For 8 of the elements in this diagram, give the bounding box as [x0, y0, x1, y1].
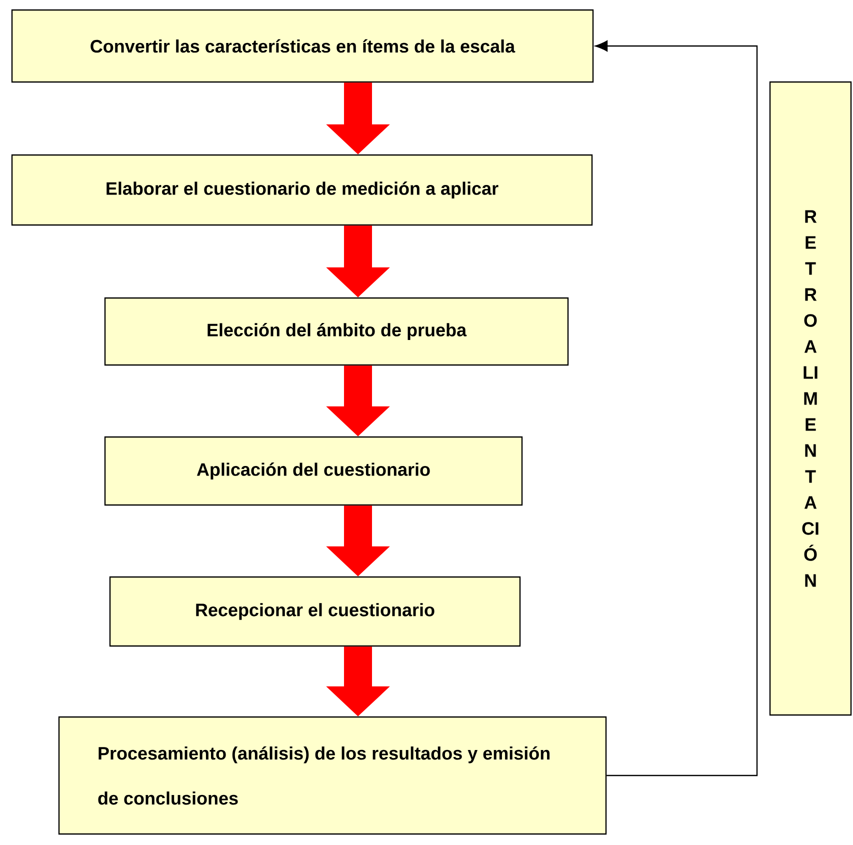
- vertical-text-box: RETROALIMENTACIÓN: [769, 81, 852, 716]
- process-box: Aplicación del cuestionario: [104, 436, 523, 506]
- process-box: Recepcionar el cuestionario: [109, 576, 521, 647]
- process-box: Convertir las características en ítems de la escala: [11, 9, 594, 83]
- process-box: Elección del ámbito de prueba: [104, 297, 569, 366]
- process-box: Procesamiento (análisis) de los resultados y emisión de conclusiones: [58, 716, 607, 835]
- arrow: [595, 40, 758, 776]
- process-box: Elaborar el cuestionario de medición a aplicar: [11, 154, 593, 226]
